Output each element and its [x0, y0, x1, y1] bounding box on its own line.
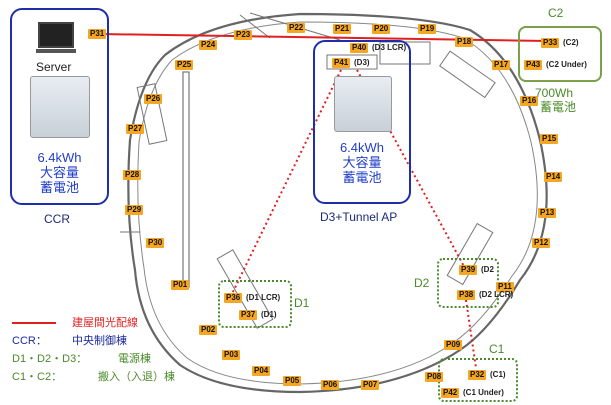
point-tag-p41: P41 — [332, 58, 351, 68]
d2-caption: D2 — [414, 276, 430, 290]
d3-box — [313, 40, 411, 204]
c2-box — [518, 26, 602, 82]
server-label: Server — [36, 60, 72, 74]
battery-icon — [30, 76, 90, 138]
point-tag-p32: P32 — [468, 370, 487, 380]
point-tag-p27: P27 — [126, 124, 145, 134]
point-label-p41: (D3) — [354, 58, 370, 67]
legend-c-desc: 搬入（入退）棟 — [98, 371, 175, 383]
point-tag-p23: P23 — [234, 30, 253, 40]
d3-battery-type: 大容量 — [342, 155, 382, 170]
point-tag-p38: P38 — [457, 290, 476, 300]
point-tag-p08: P08 — [425, 372, 444, 382]
point-tag-p18: P18 — [455, 37, 474, 47]
ccr-battery-capacity: 6.4kWh — [37, 150, 82, 165]
point-label-p43: (C2 Under) — [546, 60, 587, 69]
battery-icon — [334, 76, 392, 132]
point-tag-p05: P05 — [283, 376, 302, 386]
point-tag-p21: P21 — [333, 24, 352, 34]
point-tag-p01: P01 — [171, 280, 190, 290]
point-tag-p30: P30 — [146, 238, 165, 248]
laptop-icon — [36, 22, 76, 53]
ccr-battery-type: 大容量 — [39, 165, 79, 180]
point-tag-p11: P11 — [496, 282, 514, 292]
point-label-p33: (C2) — [563, 38, 579, 47]
point-tag-p15: P15 — [540, 134, 559, 144]
legend-d-key: D1・D2・D3： — [12, 353, 88, 365]
point-tag-p31: P31 — [88, 29, 107, 39]
point-tag-p40: P40 — [350, 43, 369, 53]
point-tag-p37: P37 — [239, 310, 258, 320]
ccr-caption: CCR — [44, 212, 70, 226]
d3-battery-name: 蓄電池 — [342, 170, 382, 185]
c2-battery-name: 蓄電池 — [540, 100, 577, 114]
point-tag-p16: P16 — [520, 96, 539, 106]
point-label-p39: (D2 — [481, 265, 494, 274]
point-tag-p20: P20 — [372, 24, 391, 34]
point-tag-p33: P33 — [541, 38, 560, 48]
c1-caption: C1 — [489, 342, 505, 356]
c2-battery-capacity: 700Wh — [535, 86, 574, 100]
d1-caption: D1 — [294, 296, 310, 310]
point-label-p40: (D3 LCR) — [372, 43, 407, 52]
point-tag-p26: P26 — [144, 94, 163, 104]
legend-ccr-key: CCR： — [12, 335, 47, 347]
point-tag-p04: P04 — [252, 366, 271, 376]
c2-caption: C2 — [548, 6, 564, 20]
legend-line-swatch — [12, 322, 56, 324]
legend-line-label: 建屋間光配線 — [72, 317, 138, 329]
point-tag-p42: P42 — [441, 388, 460, 398]
point-tag-p29: P29 — [125, 205, 144, 215]
point-tag-p19: P19 — [418, 24, 437, 34]
point-tag-p09: P09 — [444, 340, 463, 350]
point-tag-p13: P13 — [538, 208, 557, 218]
d1-box — [218, 280, 292, 328]
legend-ccr-desc: 中央制御棟 — [72, 335, 127, 347]
point-tag-p25: P25 — [175, 60, 194, 70]
point-tag-p03: P03 — [222, 350, 241, 360]
point-label-p38: (D2 LCR) — [479, 290, 514, 299]
point-tag-p28: P28 — [123, 170, 142, 180]
point-tag-p02: P02 — [199, 325, 218, 335]
point-tag-p12: P12 — [532, 238, 551, 248]
point-label-p32: (C1) — [490, 370, 506, 379]
ccr-battery-name: 蓄電池 — [39, 180, 79, 195]
point-tag-p24: P24 — [199, 40, 218, 50]
ccr-box — [10, 8, 109, 205]
point-tag-p06: P06 — [321, 380, 340, 390]
point-tag-p22: P22 — [287, 23, 306, 33]
legend-c-key: C1・C2： — [12, 371, 63, 383]
point-tag-p39: P39 — [459, 265, 478, 275]
d3-caption: D3+Tunnel AP — [320, 210, 398, 224]
point-tag-p14: P14 — [544, 172, 563, 182]
point-tag-p17: P17 — [492, 60, 511, 70]
point-label-p37: (D1) — [261, 310, 277, 319]
point-tag-p07: P07 — [361, 380, 380, 390]
point-tag-p36: P36 — [224, 293, 243, 303]
legend-d-desc: 電源棟 — [118, 353, 151, 365]
point-label-p42: (C1 Under) — [463, 388, 504, 397]
d3-battery-capacity: 6.4kWh — [339, 140, 385, 155]
point-label-p36: (D1 LCR) — [246, 293, 281, 302]
point-tag-p43: P43 — [524, 60, 543, 70]
